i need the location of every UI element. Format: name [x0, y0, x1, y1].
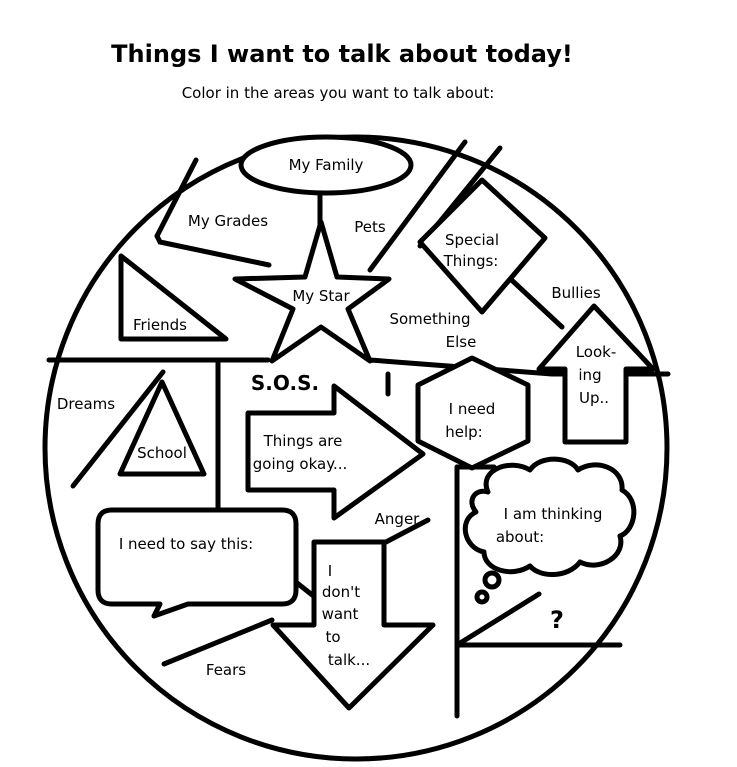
- special-things-diamond[interactable]: [417, 177, 548, 315]
- dont-want-label-5: talk...: [328, 651, 370, 669]
- school-triangle[interactable]: [117, 379, 207, 477]
- need-to-say-label: I need to say this:: [119, 535, 253, 553]
- dont-want-label-4: to: [325, 628, 340, 646]
- my-star[interactable]: [232, 219, 392, 364]
- need-help-hexagon[interactable]: [415, 355, 531, 471]
- bullies-label: Bullies: [551, 284, 601, 302]
- going-okay-label-1: Things are: [263, 432, 343, 450]
- looking-up-label-1: Look-: [576, 343, 617, 361]
- need-help-label-2: help:: [445, 423, 482, 441]
- something-else-label-1: Something: [389, 310, 470, 328]
- looking-up-label-3: Up..: [579, 389, 609, 407]
- my-grades-label: My Grades: [188, 212, 268, 230]
- anger-label: Anger: [375, 510, 421, 528]
- need-help-label-1: I need: [449, 400, 496, 418]
- thinking-label-1: I am thinking: [504, 505, 603, 523]
- going-okay-arrow[interactable]: [245, 383, 426, 521]
- dont-want-to-talk-arrow[interactable]: [270, 539, 436, 711]
- thinking-cloud[interactable]: [462, 456, 637, 605]
- going-okay-label-2: going okay...: [253, 455, 348, 473]
- dreams-label: Dreams: [57, 395, 115, 413]
- my-family-bubble[interactable]: [238, 134, 414, 196]
- dont-want-label-2: don't: [322, 583, 360, 601]
- friends-triangle[interactable]: [118, 253, 229, 342]
- special-things-label-2: Things:: [443, 252, 499, 270]
- page-instructions: Color in the areas you want to talk abou…: [182, 84, 495, 102]
- fears-label: Fears: [206, 661, 246, 679]
- sos-label: S.O.S.: [251, 371, 319, 395]
- dont-want-label-1: I: [328, 562, 332, 580]
- my-star-label: My Star: [292, 287, 350, 305]
- friends-label: Friends: [133, 316, 187, 334]
- thinking-label-2: about:: [496, 528, 544, 546]
- looking-up-label-2: ing: [578, 366, 601, 384]
- page-title: Things I want to talk about today!: [111, 40, 573, 68]
- special-things-label-1: Special: [445, 231, 499, 249]
- pets-label: Pets: [354, 218, 386, 236]
- need-to-say-box[interactable]: [95, 507, 299, 619]
- looking-up-arrow[interactable]: [536, 303, 656, 445]
- my-family-label: My Family: [289, 156, 364, 174]
- school-label: School: [137, 444, 187, 462]
- question-mark-label: ?: [550, 606, 564, 634]
- something-else-label-2: Else: [446, 333, 477, 351]
- dont-want-label-3: want: [322, 605, 359, 623]
